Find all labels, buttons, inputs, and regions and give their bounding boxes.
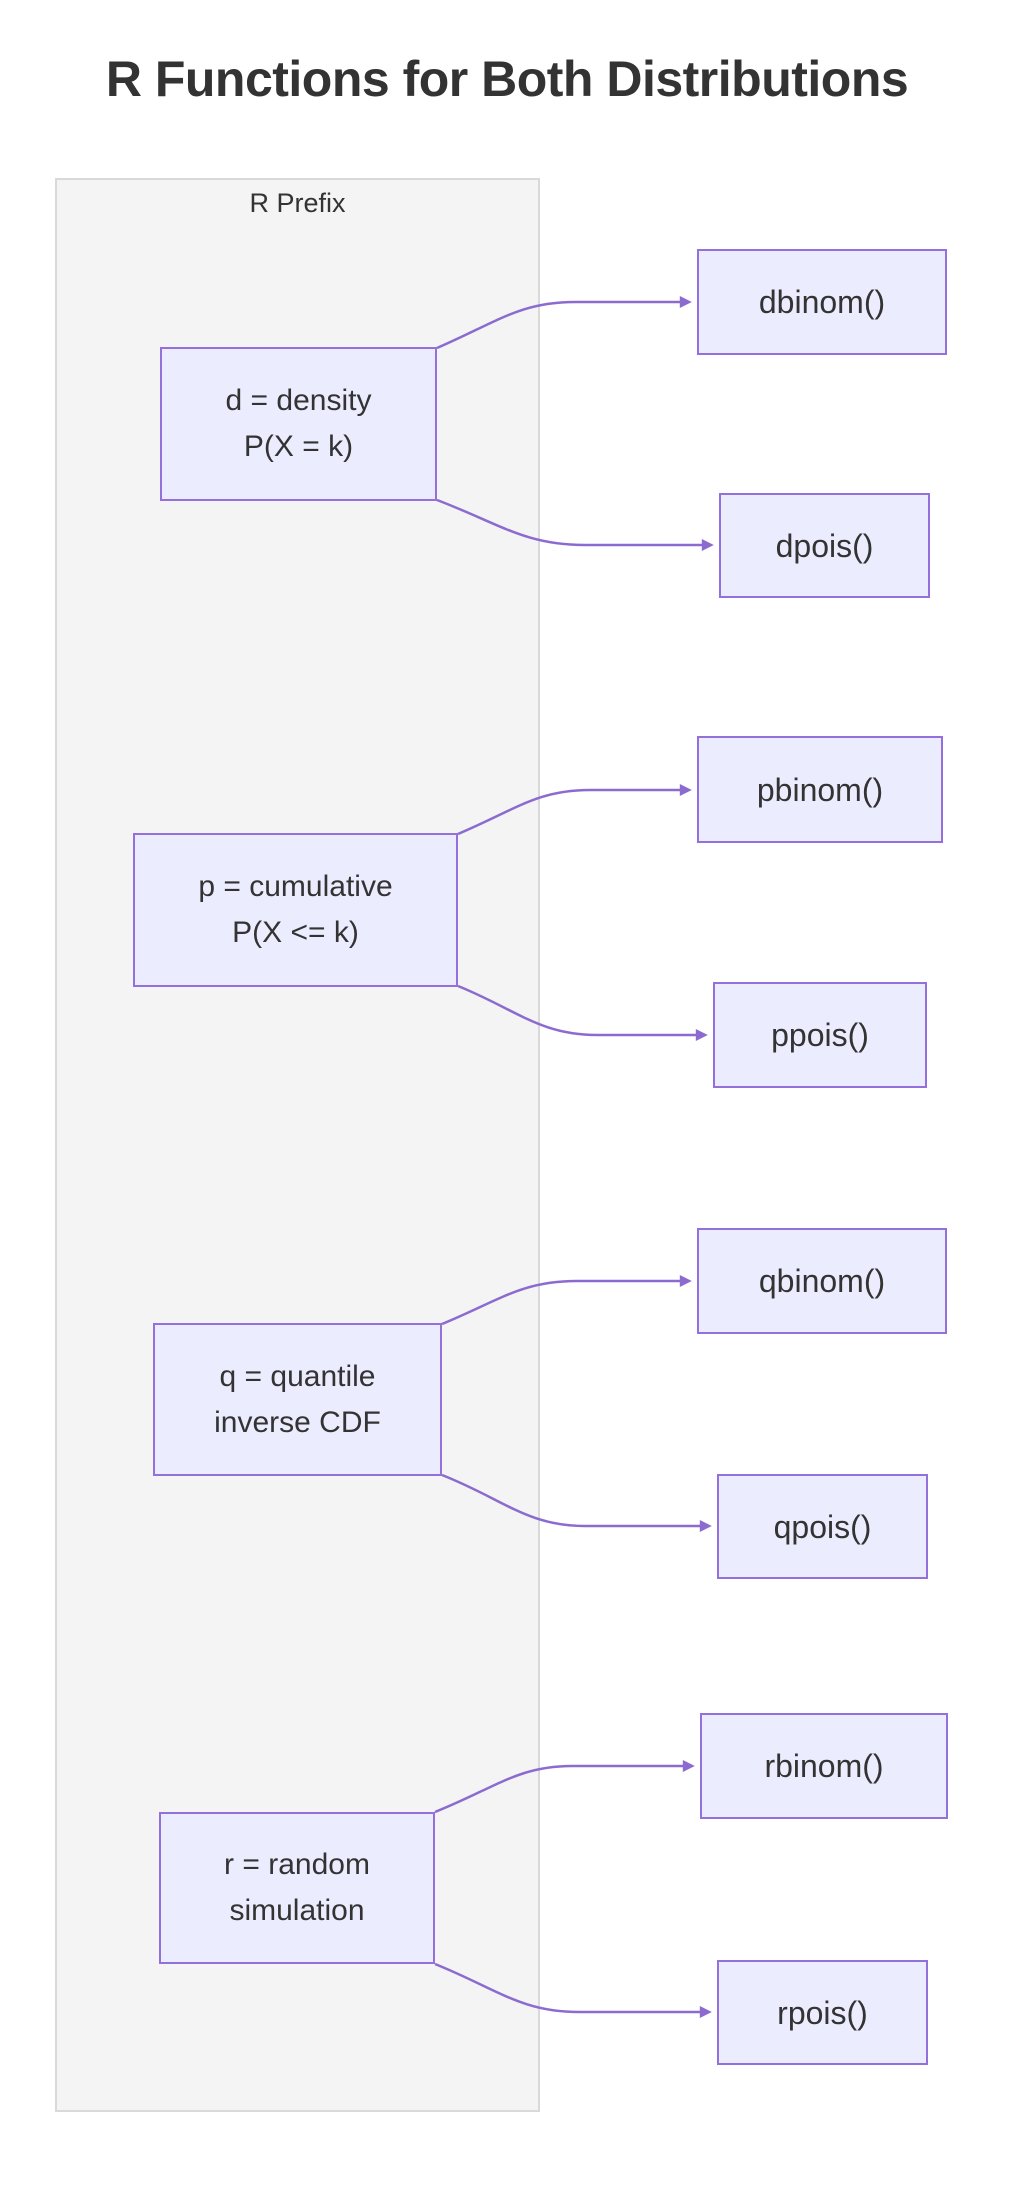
node-p-cumulative: p = cumulative P(X <= k) xyxy=(133,833,458,987)
node-q-quantile: q = quantile inverse CDF xyxy=(153,1323,442,1476)
node-qpois: qpois() xyxy=(717,1474,928,1579)
node-dbinom: dbinom() xyxy=(697,249,947,355)
node-label-line: q = quantile xyxy=(219,1359,376,1393)
node-label: dpois() xyxy=(775,527,874,564)
node-label-line: p = cumulative xyxy=(198,870,393,903)
node-label: rbinom() xyxy=(764,1748,884,1784)
node-label: rpois() xyxy=(777,1994,868,2031)
node-rpois: rpois() xyxy=(717,1960,928,2065)
node-ppois: ppois() xyxy=(713,982,927,1088)
cluster-label: R Prefix xyxy=(249,188,346,218)
node-label-line: simulation xyxy=(229,1894,365,1927)
node-label: ppois() xyxy=(771,1017,869,1053)
node-label-line: d = density xyxy=(225,384,372,417)
node-r-random: r = random simulation xyxy=(159,1812,435,1964)
node-dpois: dpois() xyxy=(719,493,930,598)
node-label: pbinom() xyxy=(756,771,884,808)
node-label-line: inverse CDF xyxy=(214,1405,381,1439)
node-label: dbinom() xyxy=(758,284,886,320)
node-d-density: d = density P(X = k) xyxy=(160,347,437,501)
node-label: qpois() xyxy=(773,1508,872,1545)
node-label-line: P(X = k) xyxy=(243,430,354,463)
node-label: qbinom() xyxy=(758,1263,886,1299)
node-rbinom: rbinom() xyxy=(700,1713,948,1819)
node-label-line: P(X <= k) xyxy=(232,916,359,949)
page-title: R Functions for Both Distributions xyxy=(105,51,909,107)
node-pbinom: pbinom() xyxy=(697,736,943,843)
node-qbinom: qbinom() xyxy=(697,1228,947,1334)
node-label-line: r = random xyxy=(224,1848,370,1881)
